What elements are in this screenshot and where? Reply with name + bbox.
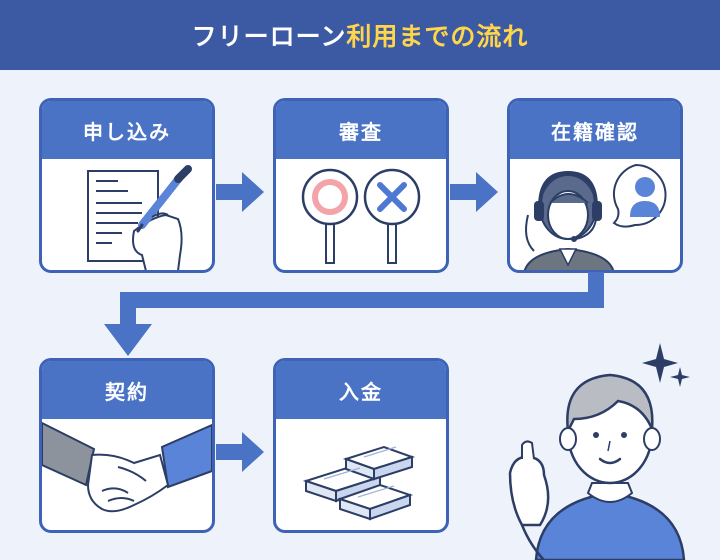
operator-phone-call-icon: [523, 163, 667, 270]
step-card-employment-check: 在籍確認: [507, 98, 683, 273]
pen-writing-form-icon: [87, 165, 192, 270]
sparkle-icon: [642, 343, 690, 387]
caller-speech-bubble-icon: [612, 163, 667, 228]
step-label: 契約: [42, 361, 212, 419]
money-stacks-icon: [302, 445, 416, 521]
handshake-icon: [42, 421, 212, 513]
page-title: フリーローン利用までの流れ: [192, 17, 529, 53]
step-card-deposit: 入金: [273, 358, 449, 533]
step-label: 入金: [276, 361, 446, 419]
approve-circle-paddle-icon: [301, 168, 359, 264]
reject-cross-paddle-icon: [363, 168, 421, 264]
cheering-person-illustration: [508, 343, 690, 560]
step-card-contract: 契約: [39, 358, 215, 533]
arrow-step4-to-step5: [216, 432, 264, 472]
arrow-step3-to-step4: [104, 272, 604, 356]
step-label: 申し込み: [42, 101, 212, 159]
arrow-step1-to-step2: [216, 172, 264, 212]
step-label: 審査: [276, 101, 446, 159]
title-accent: 利用までの流れ: [346, 22, 529, 51]
circle-and-cross-paddles-icon: [301, 168, 421, 264]
arrow-step2-to-step3: [450, 172, 498, 212]
step-card-review: 審査: [273, 98, 449, 273]
title-main: フリーローン: [191, 22, 347, 51]
header-banner: フリーローン利用までの流れ: [0, 0, 720, 70]
step-label: 在籍確認: [510, 101, 680, 159]
step-card-apply: 申し込み: [39, 98, 215, 273]
